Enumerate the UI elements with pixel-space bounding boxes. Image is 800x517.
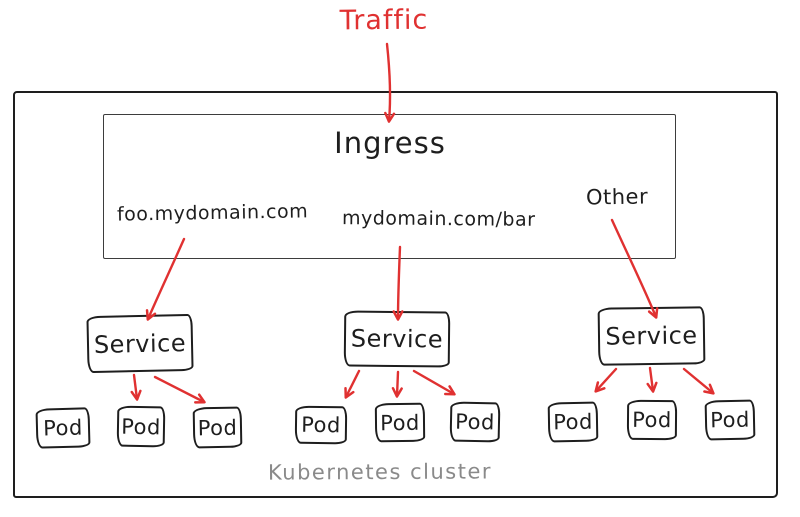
traffic-label: Traffic [339,4,429,37]
service-label: Service [605,321,698,351]
pod-label: Pod [552,409,594,435]
pod-label: Pod [632,407,672,433]
pod-box-1: Pod [35,407,91,449]
pod-label: Pod [301,412,341,438]
ingress-route-other: Other [585,184,649,210]
pod-label: Pod [197,415,238,440]
service-label: Service [350,324,444,354]
pod-box-8: Pod [626,399,678,441]
service-box-2: Service [343,310,451,368]
kubernetes-cluster-boundary [13,91,778,498]
pod-box-4: Pod [294,405,348,445]
pod-label: Pod [454,409,496,435]
service-box-3: Service [597,306,706,366]
service-label: Service [93,328,187,359]
ingress-route-bar: mydomain.com/bar [341,207,536,231]
pod-box-2: Pod [116,405,166,448]
service-box-1: Service [86,313,194,374]
pod-label: Pod [120,414,162,439]
pod-box-6: Pod [449,401,501,443]
pod-box-7: Pod [547,401,599,443]
ingress-title: Ingress [334,126,446,160]
pod-label: Pod [380,410,420,435]
pod-box-9: Pod [704,399,756,441]
pod-label: Pod [42,415,84,441]
pod-box-5: Pod [374,402,426,443]
ingress-route-foo: foo.mydomain.com [116,200,309,226]
kubernetes-cluster-label: Kubernetes cluster [267,459,493,485]
pod-box-3: Pod [192,406,243,449]
pod-label: Pod [709,407,751,433]
